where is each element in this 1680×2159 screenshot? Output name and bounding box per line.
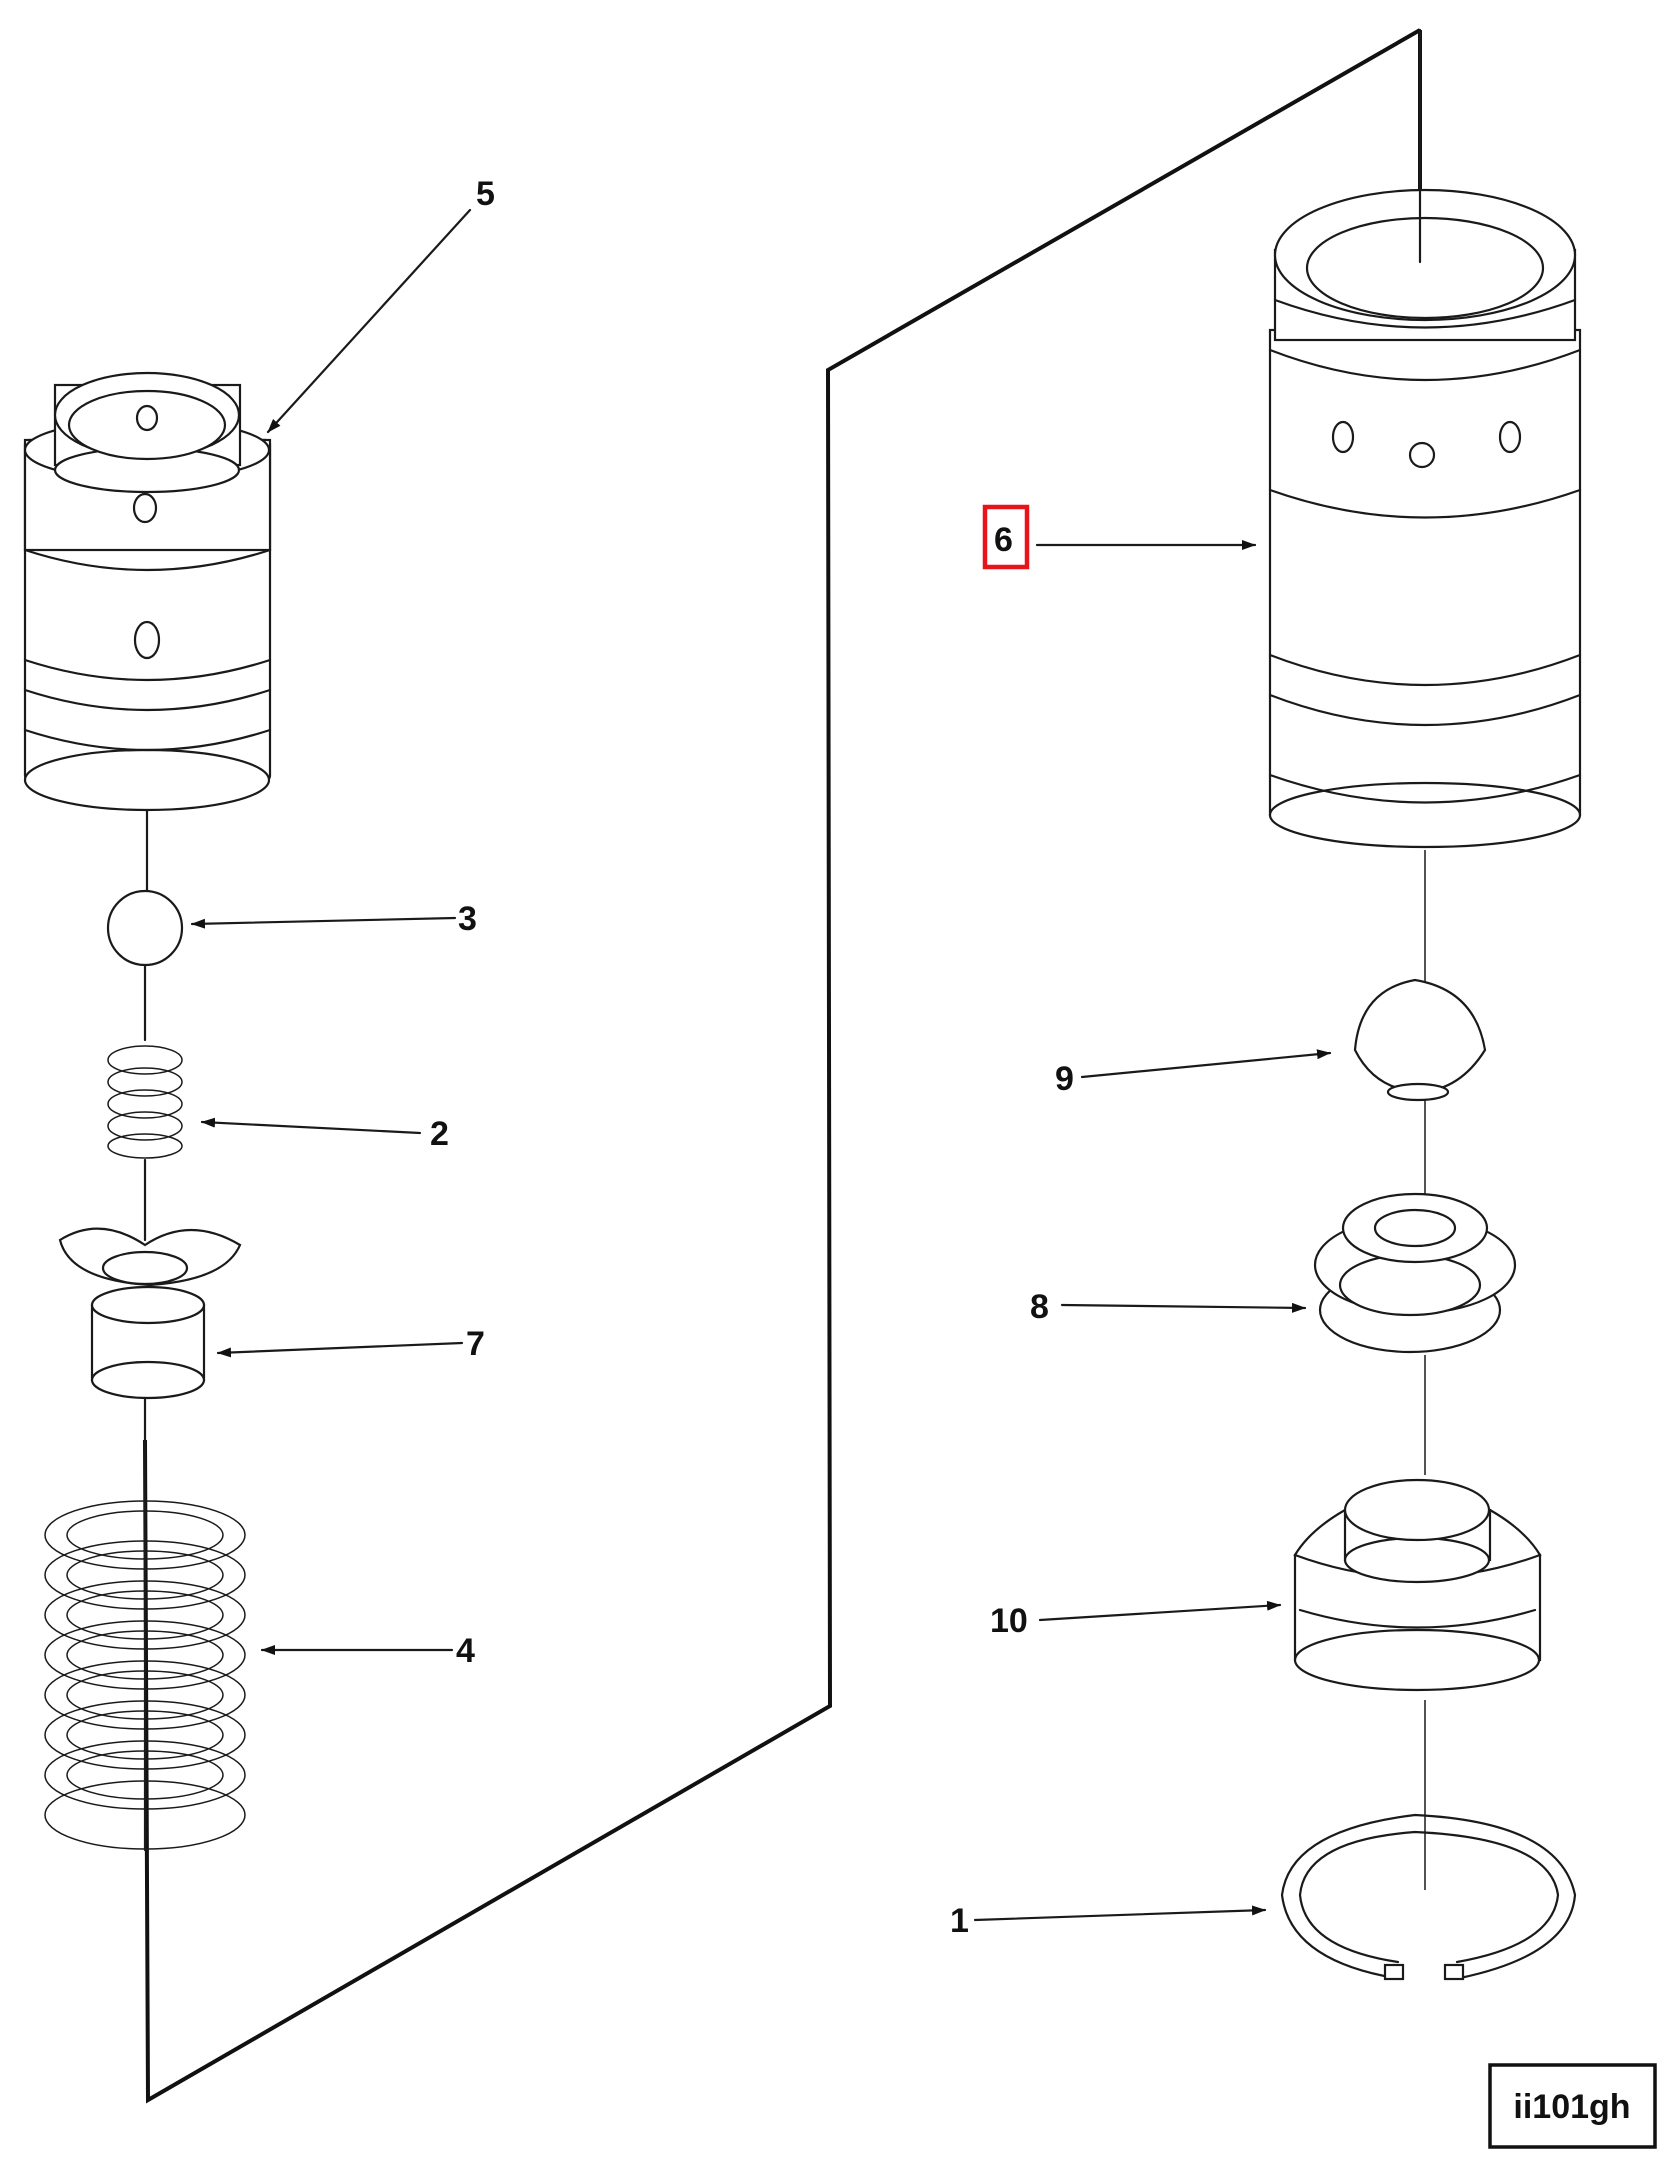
part-4-large-spring	[44, 1498, 246, 1852]
callout-5: 5	[476, 175, 495, 213]
part-9-poppet	[1353, 978, 1487, 1195]
callout-10: 10	[990, 1602, 1028, 1640]
callout-2: 2	[430, 1115, 449, 1153]
assembly-plane-outline	[143, 28, 1422, 2104]
part-5-valve-body	[23, 371, 272, 897]
figure-id-box	[1488, 2063, 1657, 2149]
callout-9: 9	[1055, 1060, 1074, 1098]
part-7-spring-retainer	[58, 1227, 242, 1502]
callout-6-highlight-box	[982, 504, 1030, 570]
callout-1: 1	[950, 1902, 969, 1940]
callout-7: 7	[466, 1325, 485, 1363]
callout-4: 4	[456, 1632, 475, 1670]
callout-3: 3	[458, 900, 477, 938]
callout-6: 6	[994, 521, 1013, 559]
part-6-cylinder	[1268, 28, 1582, 1010]
part-2-small-spring	[107, 1045, 183, 1242]
callout-8: 8	[1030, 1288, 1049, 1326]
part-3-ball	[106, 889, 184, 1042]
part-10-plug	[1293, 1478, 1542, 1890]
figure-id: ii101gh	[1513, 2088, 1630, 2126]
callout-leaders	[190, 208, 1332, 1922]
part-8-seat	[1313, 1192, 1517, 1475]
part-1-retaining-ring	[1280, 1813, 1577, 1981]
